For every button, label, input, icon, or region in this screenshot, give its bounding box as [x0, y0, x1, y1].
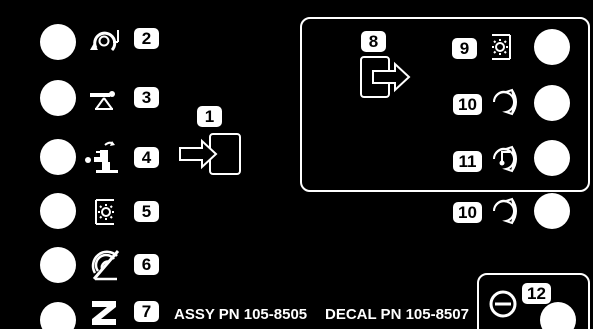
output-group-frame	[300, 17, 590, 192]
light-bulb-icon	[95, 199, 114, 225]
output-arrow-icon	[360, 56, 411, 98]
indicator-led-6[interactable]	[40, 247, 76, 283]
output-led-10-inside[interactable]	[534, 85, 570, 121]
assembly-part-number: ASSY PN 105-8505	[174, 306, 308, 323]
output-led-9[interactable]	[534, 29, 570, 65]
indicator-led-2[interactable]	[40, 24, 76, 60]
badge-4: 4	[134, 147, 159, 168]
output-led-10-outside[interactable]	[534, 193, 570, 229]
output-led-11[interactable]	[534, 140, 570, 176]
no-signal-icon	[91, 250, 120, 281]
symbol-z-icon	[92, 301, 116, 325]
badge-10-inside: 10	[453, 94, 482, 115]
badge-12: 12	[522, 283, 551, 304]
horn-icon	[492, 197, 517, 225]
badge-1: 1	[197, 106, 222, 127]
badge-9: 9	[452, 38, 477, 59]
badge-8: 8	[361, 31, 386, 52]
indicator-led-5[interactable]	[40, 193, 76, 229]
minus-circle-icon	[489, 290, 517, 318]
press-operator-icon	[85, 141, 118, 173]
stop-group-frame	[477, 273, 590, 329]
badge-11: 11	[453, 151, 482, 172]
badge-2: 2	[134, 28, 159, 49]
badge-6: 6	[134, 254, 159, 275]
badge-7: 7	[134, 301, 159, 322]
indicator-led-4[interactable]	[40, 139, 76, 175]
table-lever-icon	[90, 91, 115, 110]
indicator-led-3[interactable]	[40, 80, 76, 116]
badge-3: 3	[134, 87, 159, 108]
badge-10-outside: 10	[453, 202, 482, 223]
light-output-icon	[492, 34, 511, 60]
rotation-circle-icon	[90, 30, 119, 52]
horn-thermo-icon	[492, 145, 517, 173]
input-arrow-icon	[179, 133, 241, 175]
badge-5: 5	[134, 201, 159, 222]
indicator-led-7[interactable]	[40, 302, 76, 329]
horn-icon	[492, 88, 517, 116]
stop-led-12[interactable]	[540, 302, 576, 329]
decal-part-number: DECAL PN 105-8507	[325, 306, 469, 323]
